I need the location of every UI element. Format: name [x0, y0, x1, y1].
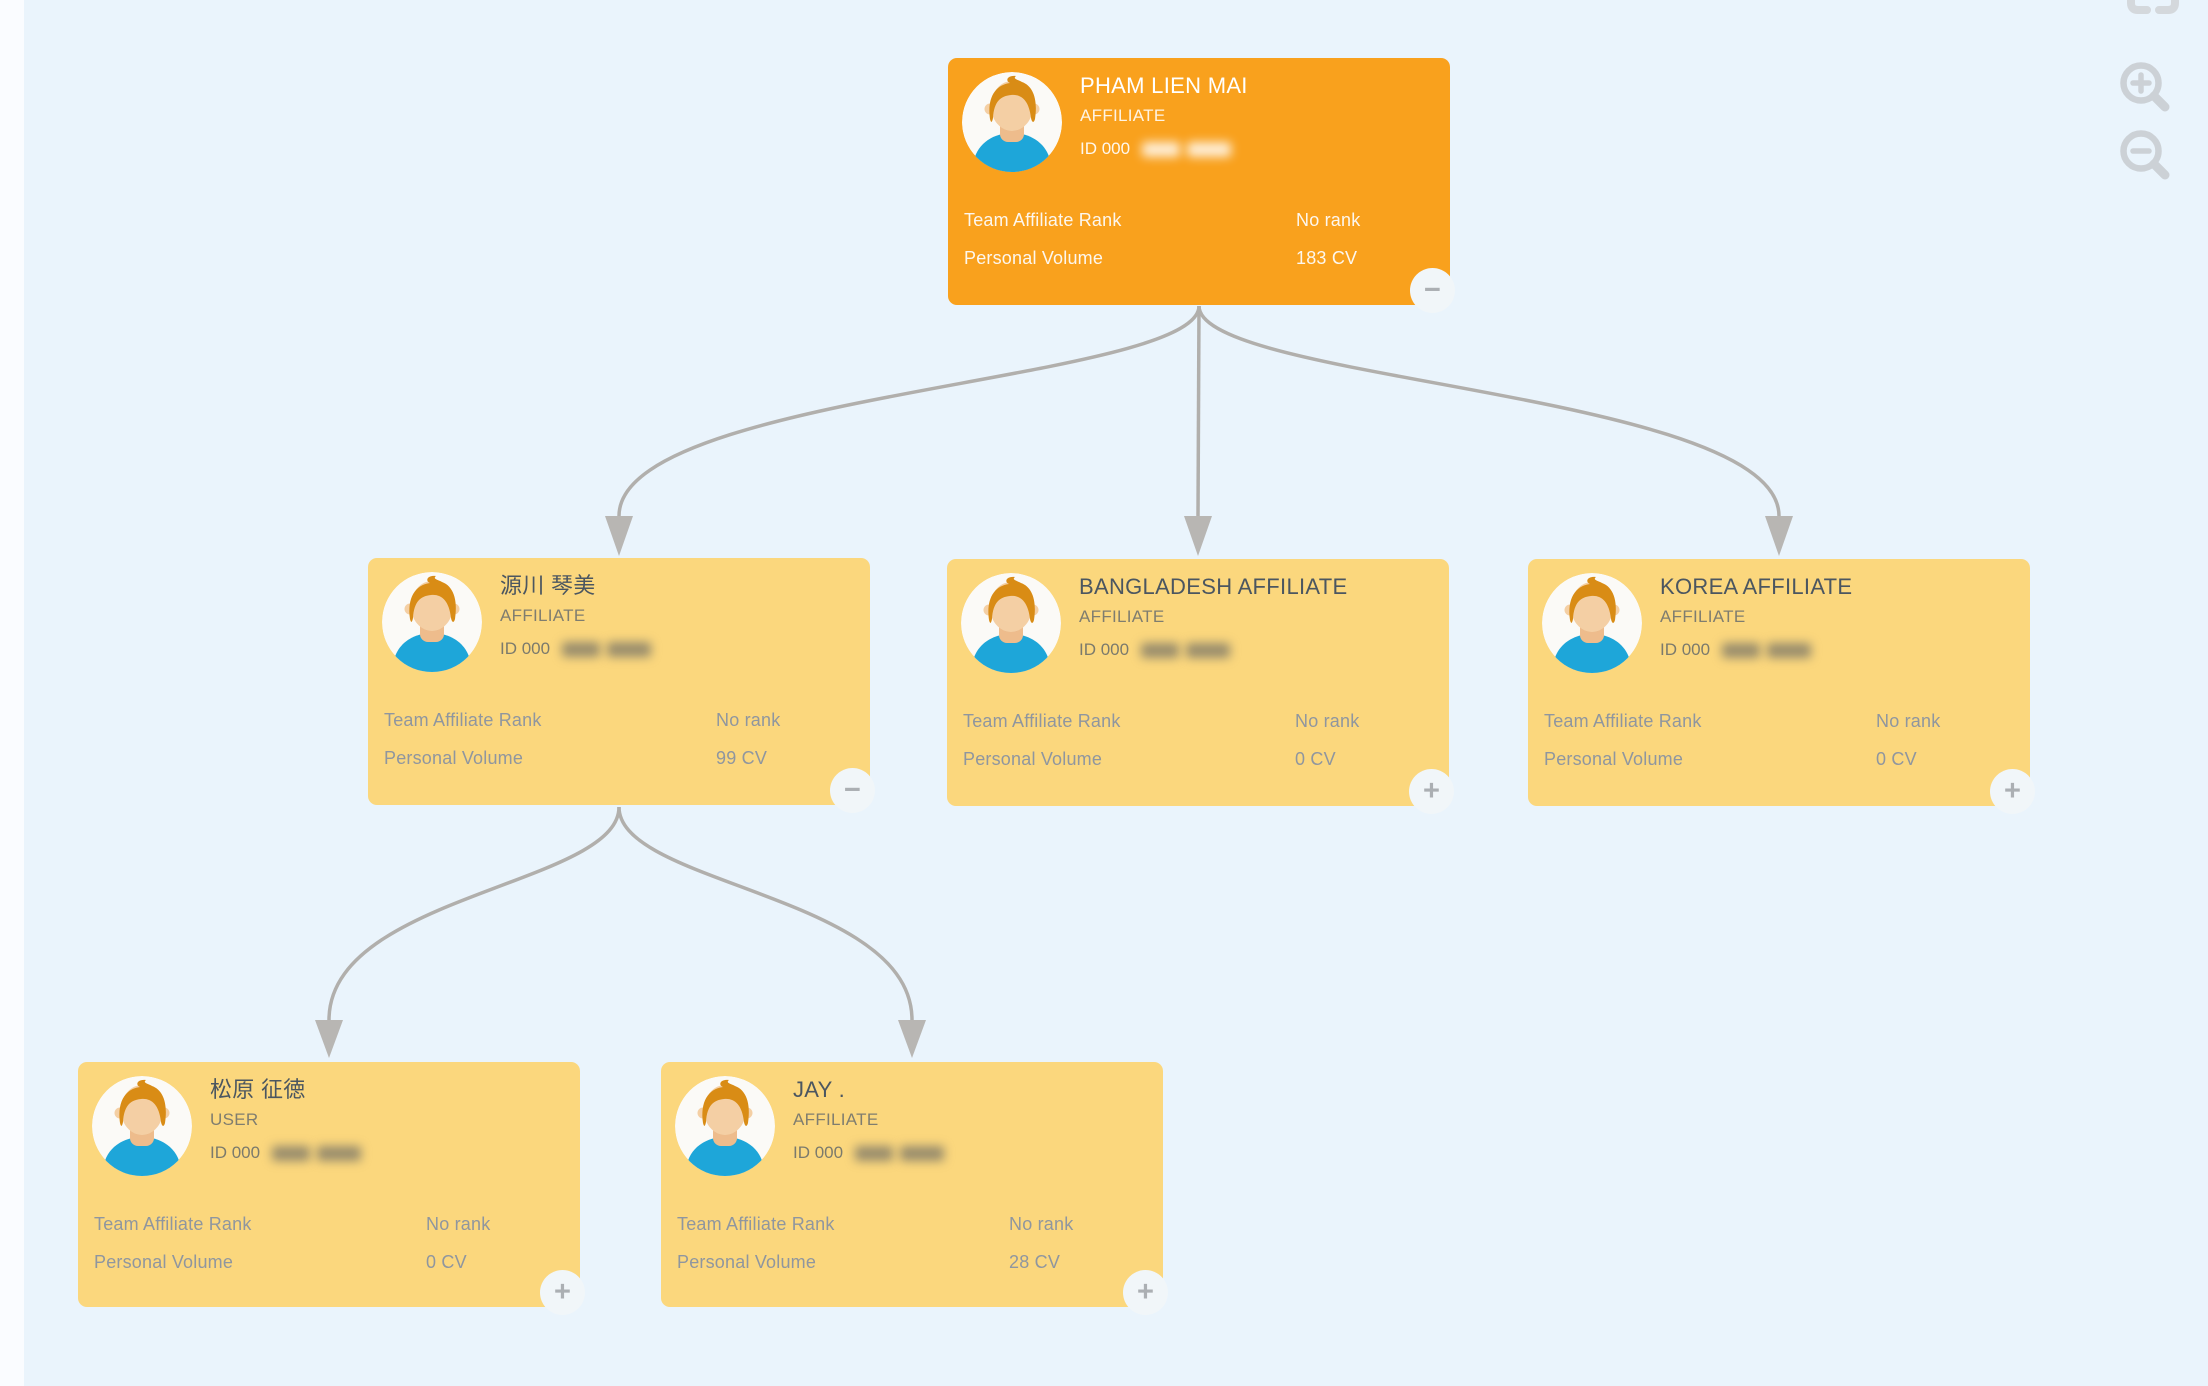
masked-id-segment	[1142, 141, 1181, 157]
volume-value: 0 CV	[1295, 749, 1336, 769]
expand-button[interactable]: +	[1990, 769, 2035, 814]
tree-node-root[interactable]: PHAM LIEN MAI AFFILIATE ID 000 Team Affi…	[948, 58, 1455, 313]
tree-node[interactable]: KOREA AFFILIATE AFFILIATE ID 000 Team Af…	[1528, 559, 2035, 814]
member-role: USER	[210, 1110, 259, 1129]
rank-label: Team Affiliate Rank	[384, 710, 542, 730]
member-name: KOREA AFFILIATE	[1660, 574, 1853, 599]
tree-node[interactable]: 松原 征徳 USER ID 000 Team Affiliate Rank No…	[78, 1062, 585, 1315]
masked-id-segment	[1141, 642, 1180, 658]
avatar	[1542, 573, 1642, 673]
arrowhead	[1184, 516, 1212, 556]
member-id: ID 000	[1080, 138, 1434, 160]
collapse-button[interactable]: −	[1410, 268, 1455, 313]
volume-label: Personal Volume	[384, 748, 524, 768]
tree-node[interactable]: 源川 琴美 AFFILIATE ID 000 Team Affiliate Ra…	[368, 558, 875, 813]
member-role: AFFILIATE	[1660, 607, 1746, 626]
volume-label: Personal Volume	[1544, 749, 1684, 769]
masked-id-segment	[562, 641, 601, 657]
arrowhead	[898, 1020, 926, 1058]
masked-id-segment	[1722, 642, 1761, 658]
tree-node[interactable]: JAY . AFFILIATE ID 000 Team Affiliate Ra…	[661, 1062, 1168, 1315]
volume-value: 183 CV	[1296, 248, 1358, 268]
rank-value: No rank	[1876, 711, 1941, 731]
member-role: AFFILIATE	[1080, 106, 1166, 125]
avatar	[962, 72, 1062, 172]
avatar	[961, 573, 1061, 673]
arrowhead	[1765, 516, 1793, 556]
fullscreen-icon[interactable]	[2124, 0, 2182, 16]
member-name: 源川 琴美	[500, 573, 596, 598]
volume-value: 28 CV	[1009, 1252, 1061, 1272]
masked-id-segment	[855, 1145, 894, 1161]
member-id: ID 000	[500, 638, 854, 660]
connector-root-to-child3	[1197, 305, 1781, 517]
avatar	[675, 1076, 775, 1176]
rank-value: No rank	[716, 710, 781, 730]
collapse-button[interactable]: −	[830, 768, 875, 813]
volume-value: 99 CV	[716, 748, 768, 768]
masked-id-segment	[1186, 642, 1231, 658]
connector-child1-to-grandchild2	[617, 806, 914, 1021]
member-id: ID 000	[1660, 639, 2014, 661]
expand-button[interactable]: +	[540, 1270, 585, 1315]
zoom-in-button[interactable]	[2116, 58, 2174, 116]
member-role: AFFILIATE	[500, 606, 586, 625]
rank-value: No rank	[1295, 711, 1360, 731]
member-name: BANGLADESH AFFILIATE	[1079, 574, 1348, 599]
connector-root-to-child2	[1196, 305, 1201, 517]
rank-value: No rank	[1296, 210, 1361, 230]
expand-button[interactable]: +	[1409, 769, 1454, 814]
masked-id-segment	[1767, 642, 1812, 658]
volume-label: Personal Volume	[677, 1252, 817, 1272]
rank-value: No rank	[426, 1214, 491, 1234]
rank-label: Team Affiliate Rank	[964, 210, 1122, 230]
tree-node[interactable]: BANGLADESH AFFILIATE AFFILIATE ID 000 Te…	[947, 559, 1454, 814]
rank-label: Team Affiliate Rank	[963, 711, 1121, 731]
member-id: ID 000	[793, 1142, 1147, 1164]
member-id: ID 000	[1079, 639, 1433, 661]
plus-glyph	[2130, 72, 2152, 94]
masked-id-segment	[1187, 141, 1232, 157]
member-id: ID 000	[210, 1142, 564, 1164]
volume-value: 0 CV	[426, 1252, 467, 1272]
member-name: PHAM LIEN MAI	[1080, 73, 1248, 98]
rank-value: No rank	[1009, 1214, 1074, 1234]
masked-id-segment	[272, 1145, 311, 1161]
panel-left-edge	[0, 0, 24, 1386]
rank-label: Team Affiliate Rank	[1544, 711, 1702, 731]
member-role: AFFILIATE	[793, 1110, 879, 1129]
expand-button[interactable]: +	[1123, 1270, 1168, 1315]
volume-label: Personal Volume	[963, 749, 1103, 769]
connector-child1-to-grandchild1	[327, 806, 621, 1021]
arrowhead	[605, 516, 633, 556]
volume-value: 0 CV	[1876, 749, 1917, 769]
volume-label: Personal Volume	[94, 1252, 234, 1272]
volume-label: Personal Volume	[964, 248, 1104, 268]
member-role: AFFILIATE	[1079, 607, 1165, 626]
connector-root-to-child1	[617, 305, 1201, 517]
rank-label: Team Affiliate Rank	[677, 1214, 835, 1234]
avatar	[92, 1076, 192, 1176]
avatar	[382, 572, 482, 672]
member-name: JAY .	[793, 1077, 846, 1102]
arrowhead	[315, 1020, 343, 1058]
masked-id-segment	[317, 1145, 362, 1161]
zoom-out-button[interactable]	[2116, 126, 2174, 184]
rank-label: Team Affiliate Rank	[94, 1214, 252, 1234]
member-name: 松原 征徳	[210, 1077, 306, 1102]
masked-id-segment	[900, 1145, 945, 1161]
masked-id-segment	[607, 641, 652, 657]
